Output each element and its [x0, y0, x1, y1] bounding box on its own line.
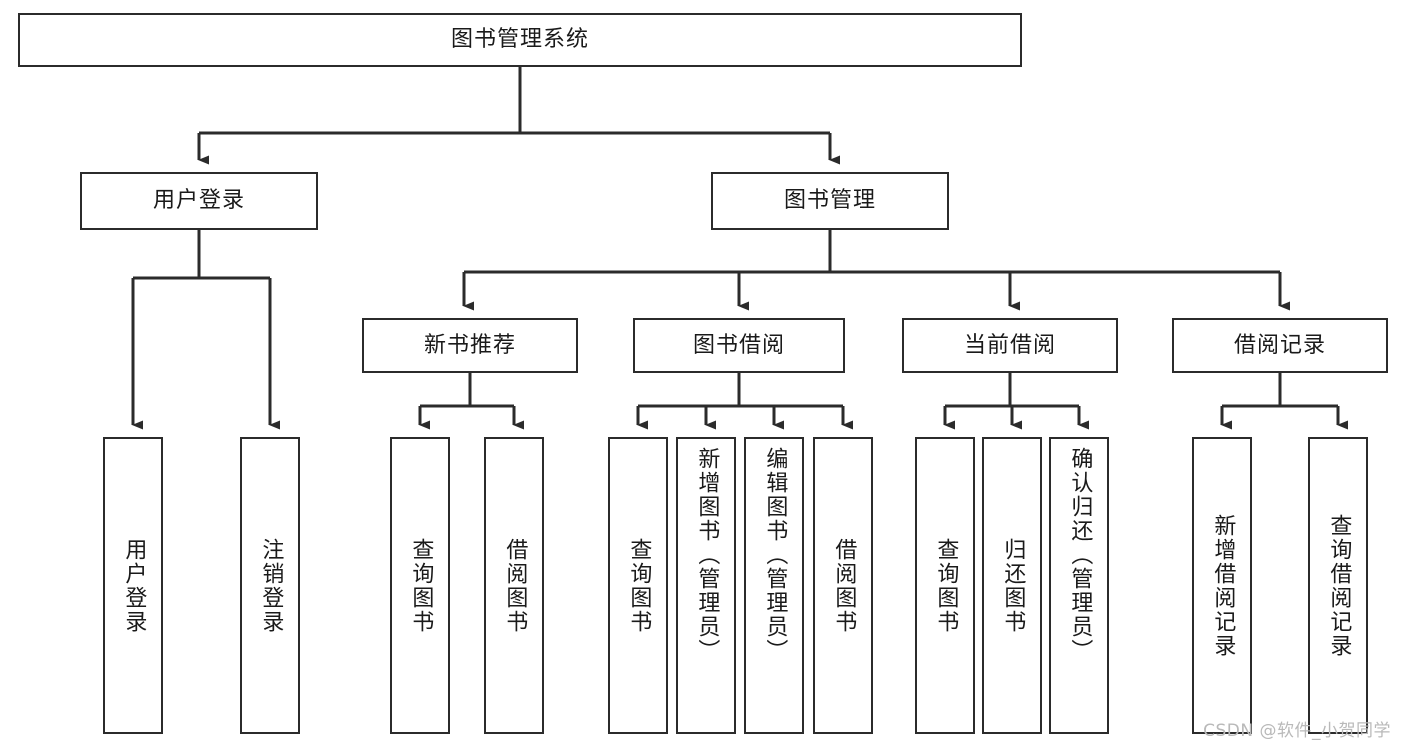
- node-current-borrow-label: 当前借阅: [963, 332, 1056, 358]
- leaf-query-book-borrow[interactable]: 查询图书: [608, 437, 668, 734]
- leaf-user-login-label: 用户登录: [121, 537, 147, 634]
- leaf-query-book-newbook-label: 查询图书: [408, 537, 434, 634]
- leaf-borrow-book-newbook[interactable]: 借阅图书: [484, 437, 544, 734]
- node-book-borrow[interactable]: 图书借阅: [633, 318, 845, 373]
- leaf-borrow-book-label: 借阅图书: [831, 537, 857, 634]
- leaf-query-borrow-record-label: 查询借阅记录: [1326, 513, 1352, 658]
- leaf-return-book-label: 归还图书: [1000, 537, 1026, 634]
- connectors-new-book: [418, 373, 524, 430]
- leaf-query-book-current[interactable]: 查询图书: [915, 437, 975, 734]
- leaf-borrow-book[interactable]: 借阅图书: [813, 437, 873, 734]
- node-borrow-record-label: 借阅记录: [1233, 332, 1326, 358]
- node-book-borrow-label: 图书借阅: [692, 332, 785, 358]
- leaf-logout-label: 注销登录: [258, 537, 284, 634]
- leaf-borrow-book-newbook-label: 借阅图书: [502, 537, 528, 634]
- leaf-query-borrow-record[interactable]: 查询借阅记录: [1308, 437, 1368, 734]
- leaf-return-book[interactable]: 归还图书: [982, 437, 1042, 734]
- leaf-add-borrow-record-label: 新增借阅记录: [1210, 513, 1236, 658]
- node-current-borrow[interactable]: 当前借阅: [902, 318, 1118, 373]
- watermark-text: CSDN @软件_小贺同学: [1203, 721, 1391, 741]
- node-user-login-label: 用户登录: [152, 188, 245, 213]
- node-root[interactable]: 图书管理系统: [18, 13, 1022, 67]
- connectors-user-login: [131, 230, 280, 430]
- leaf-add-book-admin-label: 新增图书（管理员）: [694, 447, 720, 663]
- leaf-edit-book-admin[interactable]: 编辑图书（管理员）: [744, 437, 804, 734]
- node-root-label: 图书管理系统: [450, 27, 589, 52]
- leaf-query-book-borrow-label: 查询图书: [626, 537, 652, 634]
- leaf-edit-book-admin-label: 编辑图书（管理员）: [762, 447, 788, 663]
- leaf-confirm-return-admin[interactable]: 确认归还（管理员）: [1049, 437, 1109, 734]
- connectors-current-borrow: [943, 373, 1089, 430]
- connectors-book-manage: [462, 230, 1290, 311]
- node-user-login[interactable]: 用户登录: [80, 172, 318, 230]
- leaf-query-book-current-label: 查询图书: [933, 537, 959, 634]
- leaf-add-book-admin[interactable]: 新增图书（管理员）: [676, 437, 736, 734]
- connectors-root: [197, 67, 840, 165]
- node-new-book-recommend-label: 新书推荐: [423, 332, 516, 358]
- leaf-query-book-newbook[interactable]: 查询图书: [390, 437, 450, 734]
- leaf-user-login[interactable]: 用户登录: [103, 437, 163, 734]
- connectors-borrow-record: [1220, 373, 1348, 430]
- node-book-management[interactable]: 图书管理: [711, 172, 949, 230]
- leaf-confirm-return-admin-label: 确认归还（管理员）: [1067, 447, 1093, 663]
- connectors-book-borrow: [636, 373, 853, 430]
- node-book-management-label: 图书管理: [783, 188, 876, 213]
- node-new-book-recommend[interactable]: 新书推荐: [362, 318, 578, 373]
- leaf-add-borrow-record[interactable]: 新增借阅记录: [1192, 437, 1252, 734]
- node-borrow-record[interactable]: 借阅记录: [1172, 318, 1388, 373]
- leaf-logout[interactable]: 注销登录: [240, 437, 300, 734]
